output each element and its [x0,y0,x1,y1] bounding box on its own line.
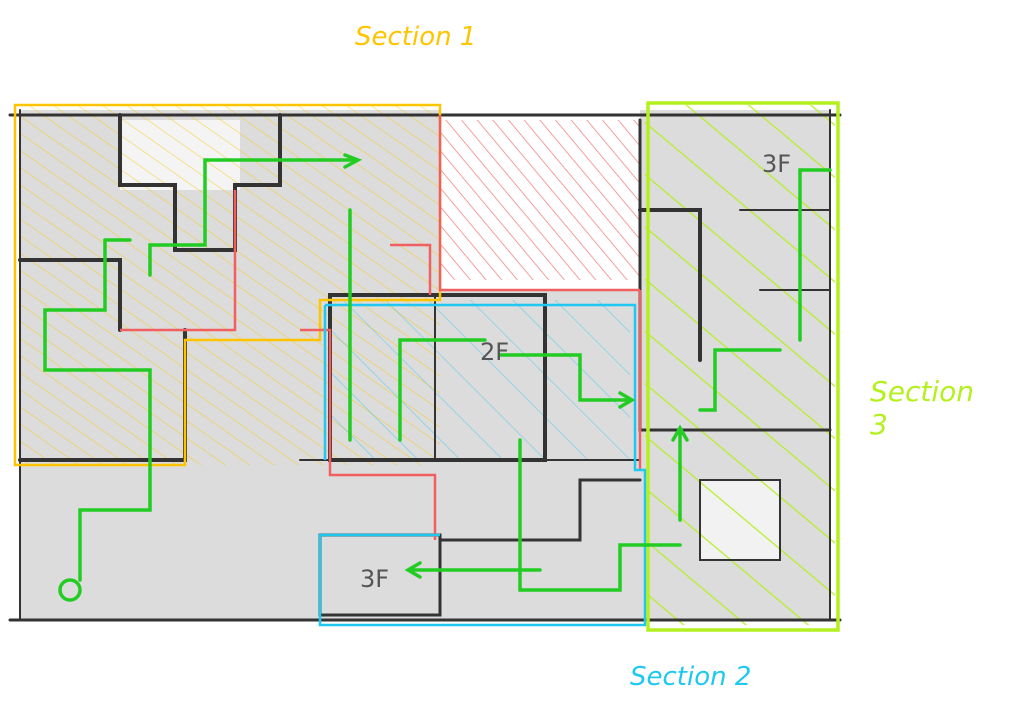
floor-label-3f-section-2: 3F [360,565,390,593]
section-3-hatch [645,105,835,625]
section-2-outline [318,303,647,627]
floor-label-3f-section-3: 3F [762,150,792,178]
circulation-path [43,153,832,602]
restricted-area-hatch [440,120,640,280]
section-3-outline [646,101,840,632]
floor-label-2f: 2F [480,338,510,366]
section-1-label: Section 1 [355,22,477,52]
section-3-label: Section 3 [870,375,975,441]
section-2-label: Section 2 [630,662,752,692]
section-2-hatch [330,300,630,460]
walls [8,109,842,622]
restricted-outline [120,115,642,540]
